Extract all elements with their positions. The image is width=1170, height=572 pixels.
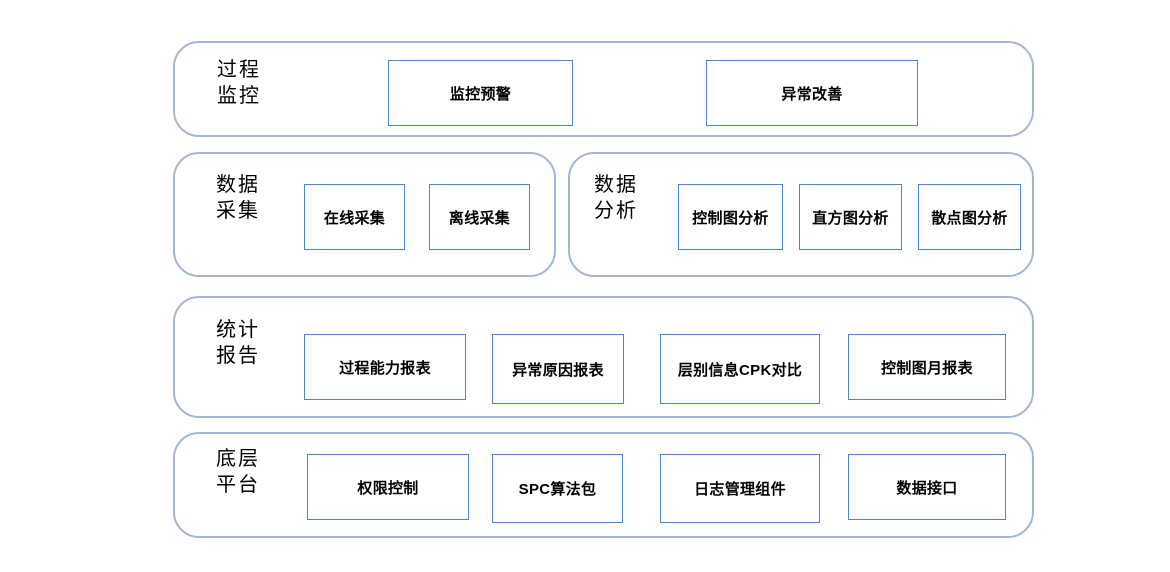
node-log-management-component[interactable]: 日志管理组件	[660, 454, 820, 523]
node-process-capability-report[interactable]: 过程能力报表	[304, 334, 466, 400]
node-spc-algorithm-package[interactable]: SPC算法包	[492, 454, 623, 523]
node-permission-control[interactable]: 权限控制	[307, 454, 469, 520]
layer-label-underlying-platform: 底层 平台	[216, 448, 260, 496]
node-offline-collection[interactable]: 离线采集	[429, 184, 530, 250]
node-abnormal-improve[interactable]: 异常改善	[706, 60, 918, 126]
node-scatter-chart-analysis[interactable]: 散点图分析	[918, 184, 1021, 250]
layer-label-data-analysis: 数据 分析	[594, 174, 638, 222]
node-stratified-cpk-comparison[interactable]: 层别信息CPK对比	[660, 334, 820, 404]
node-data-interface[interactable]: 数据接口	[848, 454, 1006, 520]
node-online-collection[interactable]: 在线采集	[304, 184, 405, 250]
layer-label-statistical-report: 统计 报告	[216, 319, 260, 367]
node-control-chart-monthly-report[interactable]: 控制图月报表	[848, 334, 1006, 400]
node-control-chart-analysis[interactable]: 控制图分析	[678, 184, 783, 250]
layer-label-process-monitoring: 过程 监控	[217, 59, 261, 107]
node-monitor-alert[interactable]: 监控预警	[388, 60, 573, 126]
node-histogram-analysis[interactable]: 直方图分析	[799, 184, 902, 250]
layer-label-data-collection: 数据 采集	[216, 174, 260, 222]
node-abnormal-cause-report[interactable]: 异常原因报表	[492, 334, 624, 404]
